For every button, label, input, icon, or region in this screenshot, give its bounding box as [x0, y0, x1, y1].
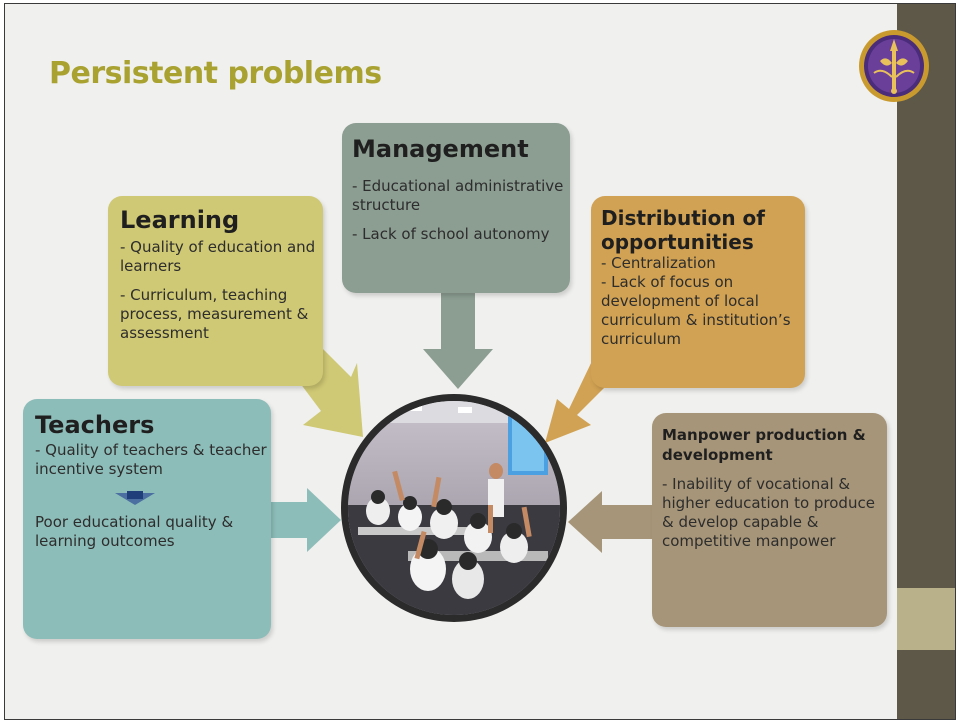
management-arrow: [423, 293, 493, 389]
sidebar-accent: [897, 588, 955, 650]
management-item: - Lack of school autonomy: [352, 225, 550, 243]
manpower-heading: Manpower production & development: [662, 426, 866, 464]
slide-title: Persistent problems: [49, 56, 382, 91]
manpower-arrow: [568, 491, 654, 553]
teachers-item: - Quality of teachers & teacher incentiv…: [35, 441, 267, 478]
university-emblem-icon: [858, 21, 931, 111]
management-item: - Educational administrative structure: [352, 177, 564, 214]
learning-item: - Curriculum, teaching process, measurem…: [120, 286, 309, 342]
distribution-item: - Lack of focus on development of local …: [601, 273, 791, 348]
manpower-box: Manpower production & development - Inab…: [652, 413, 887, 627]
teachers-heading: Teachers: [35, 411, 155, 439]
classroom-photo: [341, 394, 567, 622]
teachers-box: Teachers - Quality of teachers & teacher…: [23, 399, 271, 639]
slide: Persistent problems Management - Educati…: [4, 3, 956, 720]
distribution-item: - Centralization: [601, 254, 716, 272]
manpower-item: - Inability of vocational & higher educa…: [662, 475, 875, 550]
learning-heading: Learning: [120, 206, 240, 234]
learning-box: Learning - Quality of education and lear…: [108, 196, 323, 386]
teachers-arrow: [267, 488, 341, 552]
teachers-item: Poor educational quality & learning outc…: [35, 513, 234, 550]
sidebar-bar: [897, 4, 955, 719]
management-box: Management - Educational administrative …: [342, 123, 570, 293]
learning-item: - Quality of education and learners: [120, 238, 316, 275]
down-arrow-icon: [115, 489, 155, 507]
management-heading: Management: [352, 135, 529, 163]
distribution-heading: Distribution of opportunities: [601, 206, 765, 254]
distribution-box: Distribution of opportunities - Centrali…: [591, 196, 805, 388]
